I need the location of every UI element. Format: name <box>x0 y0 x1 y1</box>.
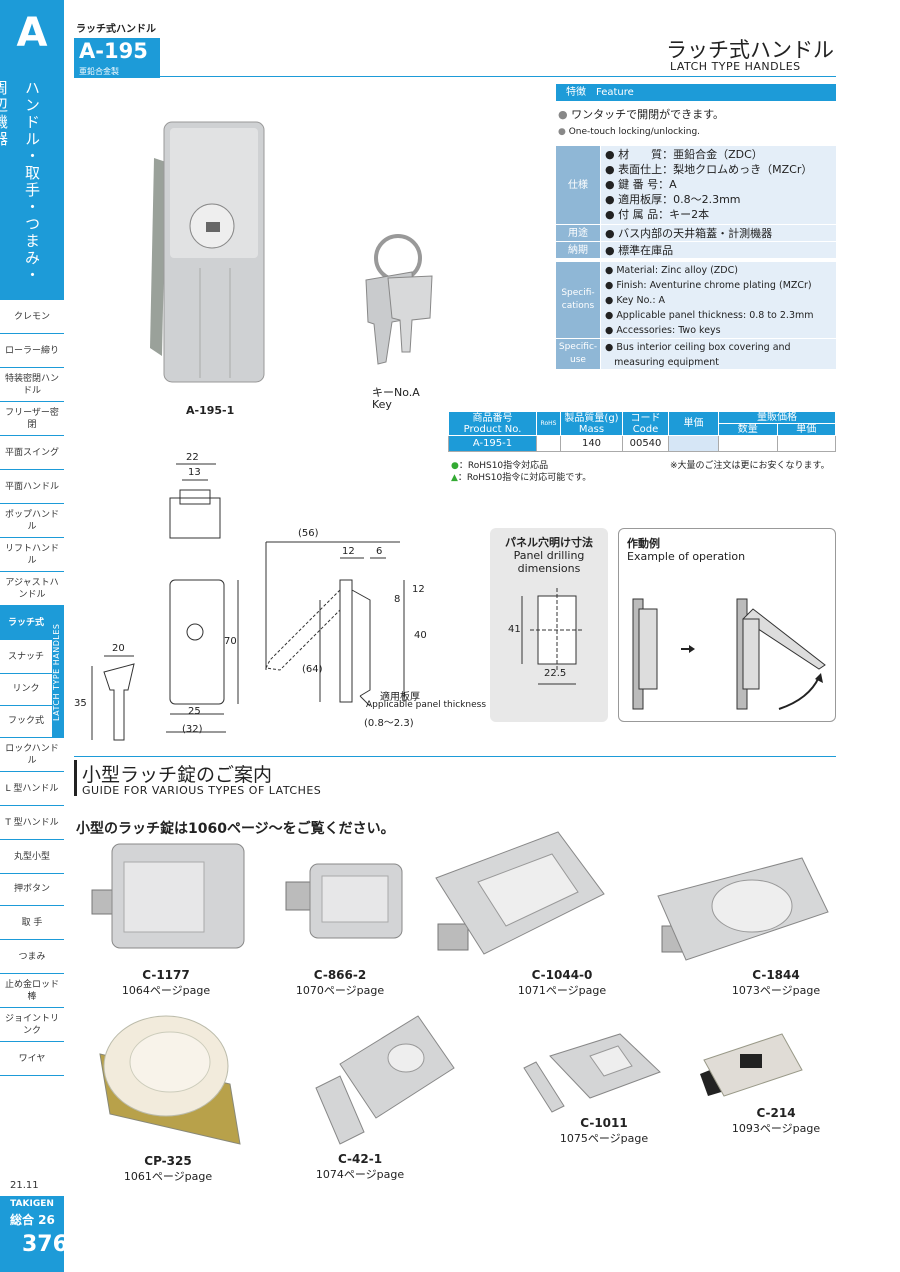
feature-header: 特徴 Feature <box>556 84 836 101</box>
guide-item-code: C-1844 <box>752 968 800 982</box>
photo-c-214[interactable] <box>690 1030 806 1100</box>
spec-head: 仕様 <box>556 146 600 224</box>
guide-item-page[interactable]: 1073ページpage <box>731 984 821 997</box>
sidebar-item-roller[interactable]: ローラー締り <box>0 334 64 368</box>
sidebar-item-hook[interactable]: フック式 <box>0 704 52 738</box>
sidebar-item-l-handle[interactable]: L 型ハンドル <box>0 772 64 806</box>
guide-item-page[interactable]: 1074ページpage <box>315 1168 405 1181</box>
feature-text-en: ● One-touch locking/unlocking. <box>558 127 701 137</box>
catalog-number: 総合 26 <box>10 1213 55 1227</box>
guide-item-code: C-42-1 <box>337 1152 383 1166</box>
guide-divider <box>74 756 836 757</box>
guide-accent-bar <box>74 760 77 796</box>
rohs-note-available: ▲：RoHS10指令に対応可能です。 <box>451 473 592 483</box>
sidebar-item-freezer[interactable]: フリーザー密閉 <box>0 402 64 436</box>
photo-c-1844[interactable] <box>652 856 832 968</box>
guide-item-code: C-1044-0 <box>531 968 593 982</box>
sidebar-item-pop[interactable]: ポップハンドル <box>0 504 64 538</box>
photo-cp-325[interactable] <box>90 1004 246 1152</box>
sidebar-item-stopper-rod[interactable]: 止め金ロッド棒 <box>0 974 64 1008</box>
spec-use-row: 用途 ● バス内部の天井箱蓋・計測機器 <box>556 225 836 241</box>
sidebar-item-flat-handle[interactable]: 平面ハンドル <box>0 470 64 504</box>
photo-c-1177[interactable] <box>84 840 254 958</box>
sidebar-item-adjust[interactable]: アジャストハンドル <box>0 572 64 606</box>
guide-item-code: CP-325 <box>144 1154 192 1168</box>
page-title: ラッチ式ハンドル <box>666 38 834 62</box>
guide-item-page[interactable]: 1064ページpage <box>121 984 211 997</box>
technical-drawing <box>91 463 405 741</box>
guide-item-code: C-214 <box>756 1106 796 1120</box>
product-photo-a195 <box>150 121 265 383</box>
panel-hole-drawing <box>521 588 584 685</box>
spec-en-row: Specifi-cations ● Material: Zinc alloy (… <box>556 262 836 338</box>
latch-type-strip-label: LATCH TYPE HANDLES <box>52 623 61 721</box>
spec-delivery-row: 納期 ● 標準在庫品 <box>556 242 836 258</box>
guide-item-page[interactable]: 1061ページpage <box>123 1170 213 1183</box>
section-title: ハンドル・取手・つまみ・周辺機器 <box>0 80 41 284</box>
section-letter: A <box>16 10 48 56</box>
category-label: ラッチ式ハンドル <box>76 24 156 35</box>
sidebar-item-snatch[interactable]: スナッチ <box>0 640 52 674</box>
sidebar-header: A ハンドル・取手・つまみ・周辺機器 <box>0 0 64 300</box>
edition-date: 21.11 <box>10 1180 39 1191</box>
sidebar: A ハンドル・取手・つまみ・周辺機器 クレモン ローラー締り 特装密閉ハンドル … <box>0 0 68 1272</box>
feature-label: 特徴 <box>566 87 586 98</box>
key-label-en: Key <box>372 398 392 411</box>
table-row: A-195-1 140 00540 <box>448 435 836 452</box>
page-title-en: LATCH TYPE HANDLES <box>670 60 801 73</box>
product-label: A-195-1 <box>186 404 235 417</box>
photo-c-1044-0[interactable] <box>428 828 608 968</box>
feature-label-en: Feature <box>596 87 634 98</box>
model-code: A-195 <box>79 39 148 63</box>
sidebar-item-knob[interactable]: つまみ <box>0 940 64 974</box>
sidebar-item-latch[interactable]: ラッチ式 <box>0 606 52 640</box>
guide-title-en: GUIDE FOR VARIOUS TYPES OF LATCHES <box>82 784 322 797</box>
sidebar-item-link[interactable]: リンク <box>0 672 52 706</box>
model-material: 亜鉛合金製 <box>79 67 119 76</box>
sidebar-footer: TAKIGEN 総合 26 376 <box>0 1196 68 1272</box>
bulk-order-note: ※大量のご注文は更にお安くなります。 <box>670 461 830 471</box>
sidebar-item-wire[interactable]: ワイヤ <box>0 1042 64 1076</box>
sidebar-item-flat-swing[interactable]: 平面スイング <box>0 436 64 470</box>
spec-jp-row: 仕様 ● 材 質：亜鉛合金（ZDC） ● 表面仕上：梨地クロムめっき（MZCr）… <box>556 146 836 224</box>
guide-item-code: C-1177 <box>142 968 190 982</box>
model-badge: A-195 亜鉛合金製 <box>74 38 160 78</box>
latch-type-strip <box>52 606 64 738</box>
guide-item-code: C-1011 <box>580 1116 628 1130</box>
guide-item-page[interactable]: 1093ページpage <box>731 1122 821 1135</box>
guide-item-page[interactable]: 1075ページpage <box>559 1132 649 1145</box>
photo-c-866-2[interactable] <box>280 862 410 942</box>
sidebar-item-round-small[interactable]: 丸型小型 <box>0 840 64 874</box>
spec-body: ● 材 質：亜鉛合金（ZDC） ● 表面仕上：梨地クロムめっき（MZCr） ● … <box>601 146 836 224</box>
brand-name: TAKIGEN <box>10 1199 54 1209</box>
sidebar-item-t-handle[interactable]: T 型ハンドル <box>0 806 64 840</box>
guide-title: 小型ラッチ錠のご案内 <box>82 764 273 786</box>
header-divider <box>160 76 836 77</box>
sidebar-item-pull[interactable]: 取 手 <box>0 906 64 940</box>
key-label: キーNo.A <box>372 386 420 399</box>
sidebar-item-joint-link[interactable]: ジョイントリンク <box>0 1008 64 1042</box>
guide-item-code: C-866-2 <box>313 968 367 982</box>
operation-drawing <box>632 598 826 710</box>
guide-note: 小型のラッチ錠は1060ページ～をご覧ください。 <box>76 821 395 837</box>
sidebar-item-lift[interactable]: リフトハンドル <box>0 538 64 572</box>
photo-c-1011[interactable] <box>520 1032 670 1116</box>
guide-item-page[interactable]: 1070ページpage <box>295 984 385 997</box>
sidebar-item-push-button[interactable]: 押ボタン <box>0 872 64 906</box>
page-number: 376 <box>22 1232 68 1257</box>
spec-en-use-row: Specific-use ● Bus interior ceiling box … <box>556 339 836 369</box>
guide-item-page[interactable]: 1071ページpage <box>517 984 607 997</box>
green-triangle-icon: ▲ <box>451 473 458 483</box>
sidebar-item-lock-handle[interactable]: ロックハンドル <box>0 738 64 772</box>
rohs-note-compliant: ●：RoHS10指令対応品 <box>451 461 549 471</box>
sidebar-item-cremone[interactable]: クレモン <box>0 300 64 334</box>
sidebar-item-special-seal[interactable]: 特装密閉ハンドル <box>0 368 64 402</box>
feature-text: ● ワンタッチで開閉ができます。 <box>558 108 725 121</box>
green-circle-icon: ● <box>451 461 459 471</box>
photo-c-42-1[interactable] <box>310 1008 460 1148</box>
key-photo <box>365 234 433 365</box>
